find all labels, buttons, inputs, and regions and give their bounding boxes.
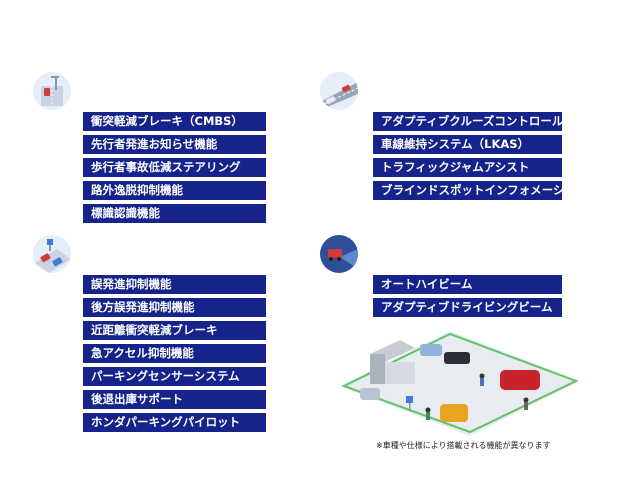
- feature-label: 近距離衝突軽減ブレーキ: [83, 321, 266, 340]
- feature-label: 路外逸脱抑制機能: [83, 181, 266, 200]
- feature-label: 標識認識機能: [83, 204, 266, 223]
- road-car-icon: [33, 72, 71, 110]
- feature-label: 衝突軽減ブレーキ（CMBS）: [83, 112, 266, 131]
- feature-label: 後退出庫サポート: [83, 390, 266, 409]
- feature-label: パーキングセンサーシステム: [83, 367, 266, 386]
- feature-label: アダプティブクルーズコントロール（ACC）: [373, 112, 562, 131]
- feature-label: 車線維持システム（LKAS）: [373, 135, 562, 154]
- feature-label: アダプティブドライビングビーム: [373, 298, 562, 317]
- feature-label: 先行者発進お知らせ機能: [83, 135, 266, 154]
- parking-lot-illustration: [340, 326, 580, 440]
- night-car-icon: [320, 235, 358, 273]
- feature-label: ブラインドスポットインフォメーション: [373, 181, 562, 200]
- parking-cars-icon: [33, 235, 71, 273]
- feature-label: ホンダパーキングパイロット: [83, 413, 266, 432]
- feature-label: 後方誤発進抑制機能: [83, 298, 266, 317]
- disclaimer-note: ※車種や仕様により搭載される機能が異なります: [376, 441, 551, 450]
- highway-cars-icon: [320, 72, 358, 110]
- feature-label: 誤発進抑制機能: [83, 275, 266, 294]
- feature-label: トラフィックジャムアシスト: [373, 158, 562, 177]
- feature-label: 急アクセル抑制機能: [83, 344, 266, 363]
- feature-label: オートハイビーム: [373, 275, 562, 294]
- feature-label: 歩行者事故低減ステアリング: [83, 158, 266, 177]
